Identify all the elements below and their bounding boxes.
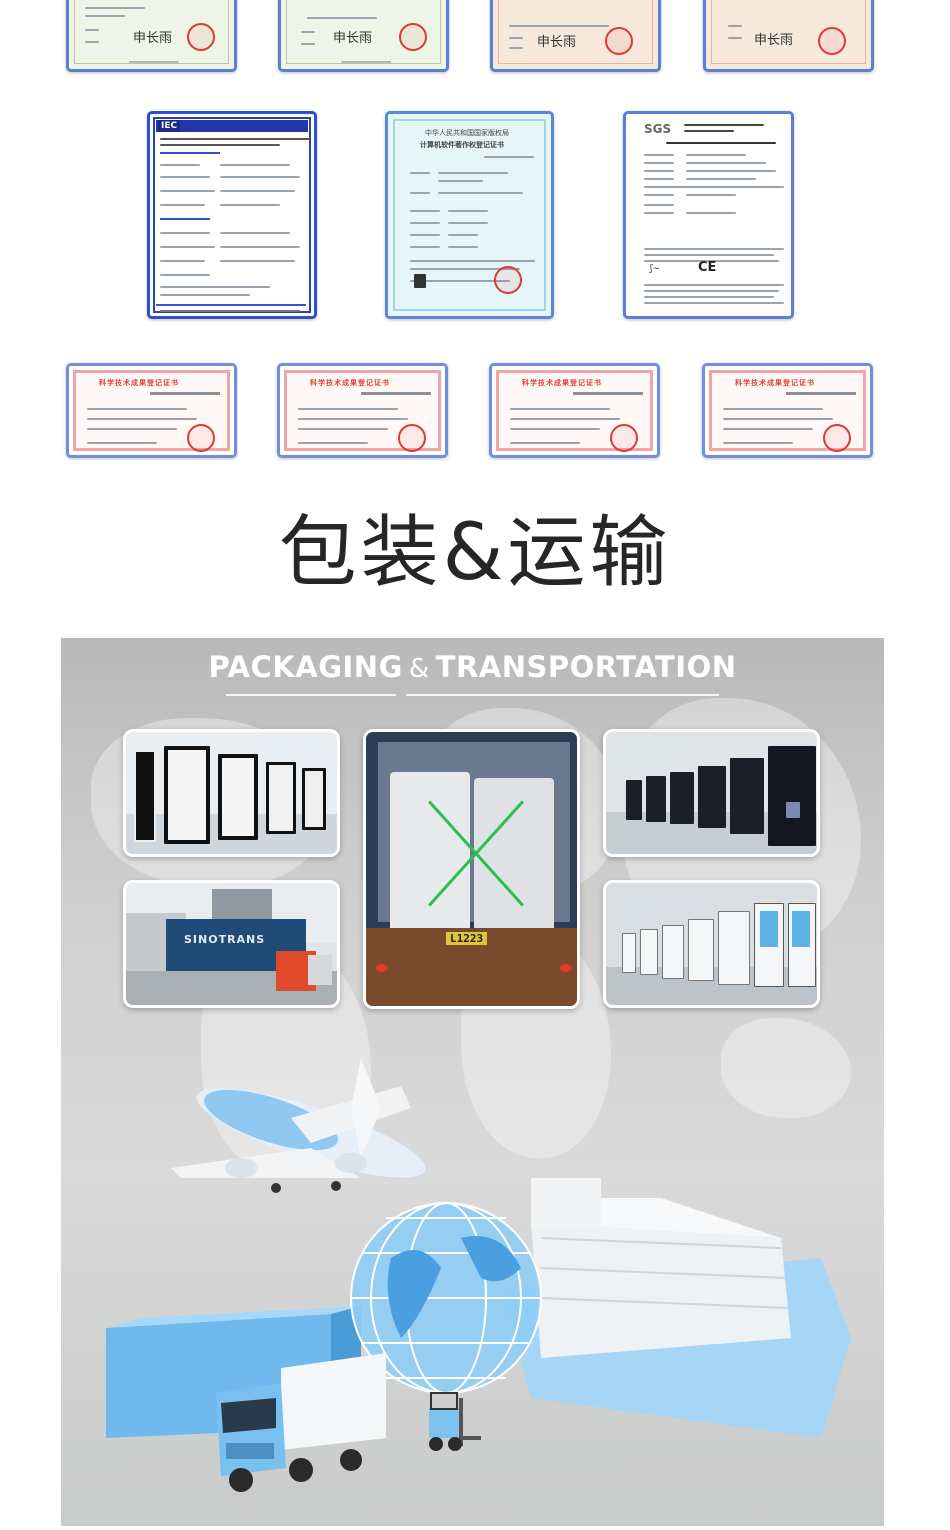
airplane-icon [171, 1058, 426, 1193]
official-seal-icon [818, 27, 846, 55]
forklift-icon [429, 1392, 481, 1451]
patent-certificate-1: 申长雨 [66, 0, 237, 72]
truck-icon [216, 1353, 386, 1492]
license-plate: L1223 [446, 932, 488, 945]
official-seal-icon [823, 424, 851, 452]
truck-loading-photo: SINOTRANS [123, 880, 340, 1008]
subtitle-underline [226, 693, 719, 697]
official-seal-icon [610, 424, 638, 452]
official-seal-icon [399, 23, 427, 51]
certificate-title: 计算机软件著作权登记证书 [420, 140, 504, 149]
signature: 申长雨 [754, 33, 794, 48]
signature: 申长雨 [537, 35, 577, 50]
software-copyright-certificate: 中华人民共和国国家版权局 计算机软件著作权登记证书 [385, 111, 554, 319]
official-seal-icon [494, 266, 522, 294]
container-loading-photo: L1223 [363, 729, 580, 1009]
sgs-logo: SGS [644, 122, 672, 136]
subtitle-ampersand: & [408, 654, 430, 684]
iec-test-certificate: IEC [147, 111, 317, 319]
ce-mark: CE [698, 260, 717, 275]
patent-certificate-2: 申长雨 [278, 0, 449, 72]
signature: ʃ~ [650, 264, 660, 274]
official-seal-icon [187, 23, 215, 51]
science-award-certificate-1: 科学技术成果登记证书 [66, 363, 237, 458]
science-award-certificate-3: 科学技术成果登记证书 [489, 363, 660, 458]
transport-illustration [106, 1058, 851, 1492]
globe-icon [350, 1202, 542, 1394]
official-seal-icon [398, 424, 426, 452]
science-award-certificate-4: 科学技术成果登记证书 [702, 363, 873, 458]
certificate-title: 科学技术成果登记证书 [735, 379, 815, 387]
section-subtitle: PACKAGING&TRANSPORTATION [61, 650, 884, 684]
certificate-title: 科学技术成果登记证书 [310, 379, 390, 387]
patent-certificate-3: 申长雨 [490, 0, 661, 72]
signature: 申长雨 [333, 31, 373, 46]
warehouse-photo-2 [603, 729, 820, 857]
science-award-certificate-2: 科学技术成果登记证书 [277, 363, 448, 458]
signature: 申长雨 [133, 31, 173, 46]
container-label: SINOTRANS [184, 933, 266, 946]
cargo-ship-icon [501, 1178, 851, 1438]
patent-certificate-4: 申长雨 [703, 0, 874, 72]
certificate-title: 科学技术成果登记证书 [522, 379, 602, 387]
official-seal-icon [187, 424, 215, 452]
warehouse-photo-1 [123, 729, 340, 857]
subtitle-transportation: TRANSPORTATION [435, 650, 737, 684]
certificate-issuer: 中华人民共和国国家版权局 [425, 129, 509, 137]
section-heading: 包装&运输 [278, 508, 672, 598]
certificate-title: 科学技术成果登记证书 [99, 379, 179, 387]
warehouse-photo-3 [603, 880, 820, 1008]
world-map-continent [721, 1018, 851, 1118]
packaging-transportation-panel: PACKAGING&TRANSPORTATION L1223 [61, 638, 884, 1526]
iec-logo: IEC [158, 120, 181, 132]
official-seal-icon [605, 27, 633, 55]
sgs-ce-certificate: SGS ʃ~ CE [623, 111, 794, 319]
subtitle-packaging: PACKAGING [208, 650, 403, 684]
